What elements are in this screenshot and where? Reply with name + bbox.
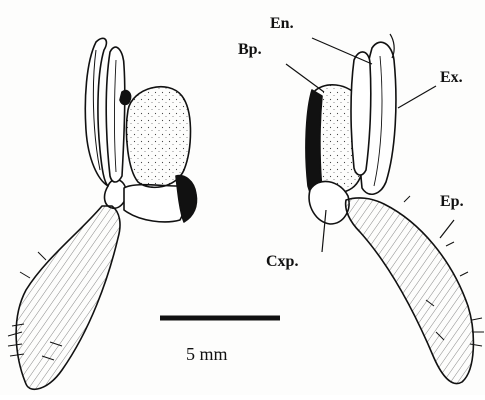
left-basipodite	[124, 185, 184, 222]
label-ep: Ep.	[440, 193, 464, 210]
left-appendage	[8, 38, 197, 389]
label-ex: Ex.	[440, 69, 463, 86]
left-tuft-upper	[120, 91, 131, 105]
bp-leader-line	[286, 64, 324, 92]
en-leader-line	[312, 38, 372, 64]
right-coxopodite	[309, 181, 349, 224]
ex-leader-line	[398, 86, 436, 108]
left-exopodite	[85, 38, 108, 186]
label-cxp: Cxp.	[266, 253, 298, 270]
left-epipodite	[16, 206, 120, 389]
scale-bar-label: 5 mm	[186, 344, 228, 364]
left-coxopodite	[105, 180, 127, 209]
right-endopodite	[351, 52, 371, 175]
label-bp: Bp.	[238, 41, 262, 58]
left-oval-plate	[126, 87, 190, 188]
ep-leader-line	[440, 220, 454, 238]
right-epipodite	[346, 198, 474, 384]
label-en: En.	[270, 15, 294, 32]
